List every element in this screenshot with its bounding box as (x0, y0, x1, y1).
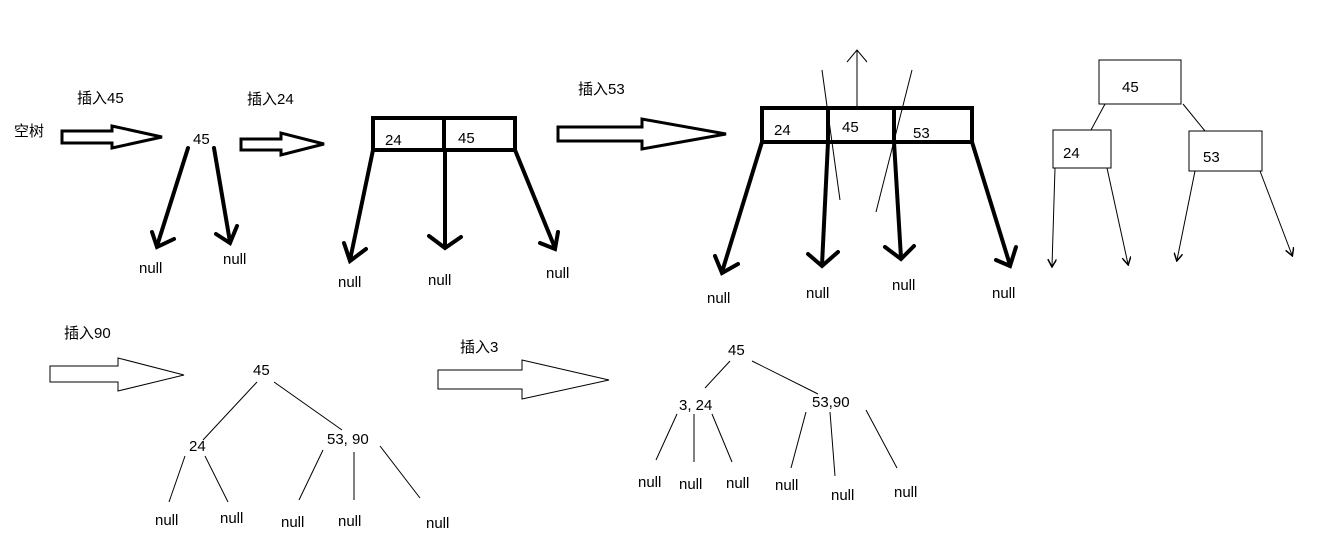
label-insert-45: 插入45 (77, 90, 124, 107)
null-leaf: null (139, 260, 162, 277)
node-key-3-24: 3, 24 (679, 397, 712, 414)
node-45-step1: 45 (193, 131, 210, 148)
node-key-45: 45 (842, 119, 859, 136)
arrow-insert-90 (49, 357, 185, 392)
null-leaf: null (426, 515, 449, 532)
null-leaf: null (638, 474, 661, 491)
label-insert-24: 插入24 (247, 91, 294, 108)
node-key-53-90: 53, 90 (327, 431, 369, 448)
null-leaf: null (428, 272, 451, 289)
null-leaf: null (775, 477, 798, 494)
pointers-step3 (713, 140, 1018, 276)
null-leaf: null (831, 487, 854, 504)
label-empty-tree: 空树 (14, 123, 44, 140)
null-leaf: null (679, 476, 702, 493)
null-leaf: null (726, 475, 749, 492)
node-key-45: 45 (1122, 79, 1139, 96)
null-leaf: null (223, 251, 246, 268)
null-leaf: null (894, 484, 917, 501)
null-leaf: null (281, 514, 304, 531)
arrow-insert-45 (60, 124, 163, 150)
node-key-24: 24 (774, 122, 791, 139)
edges-split-tree (1052, 103, 1292, 266)
edges-step4 (168, 381, 421, 503)
arrow-insert-3 (437, 359, 610, 400)
null-leaf: null (220, 510, 243, 527)
null-leaf: null (338, 274, 361, 291)
node-key-53: 53 (913, 125, 930, 142)
node-key-45: 45 (728, 342, 745, 359)
null-leaf: null (155, 512, 178, 529)
null-leaf: null (707, 290, 730, 307)
node-45-root (1098, 59, 1182, 105)
node-24-left (1052, 129, 1112, 169)
node-53-right (1188, 130, 1263, 172)
null-leaf: null (892, 277, 915, 294)
label-insert-90: 插入90 (64, 325, 111, 342)
null-leaf: null (546, 265, 569, 282)
null-leaf: null (806, 285, 829, 302)
edges-step5 (655, 360, 898, 477)
node-key-45: 45 (458, 130, 475, 147)
label-insert-3: 插入3 (460, 339, 498, 356)
node-key-24: 24 (1063, 145, 1080, 162)
null-leaf: null (992, 285, 1015, 302)
node-24-45-53-box (760, 106, 974, 144)
node-key-24: 24 (189, 438, 206, 455)
label-insert-53: 插入53 (578, 81, 625, 98)
arrow-insert-24 (239, 131, 325, 157)
node-key-53-90: 53,90 (812, 394, 850, 411)
node-key-45: 45 (253, 362, 270, 379)
node-key-53: 53 (1203, 149, 1220, 166)
pointers-step2 (342, 148, 560, 265)
pointers-step1 (150, 146, 239, 250)
node-key-24: 24 (385, 132, 402, 149)
arrow-insert-53 (556, 117, 727, 151)
null-leaf: null (338, 513, 361, 530)
